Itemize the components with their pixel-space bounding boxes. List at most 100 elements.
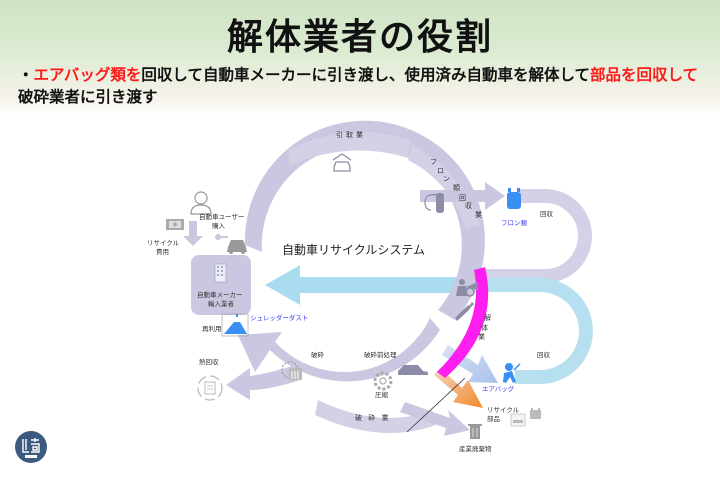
recovery-bottom-label: 回収 bbox=[537, 351, 551, 359]
recycled-parts-label-2: 部品 bbox=[487, 414, 500, 423]
heat-recovery-arrow bbox=[226, 365, 300, 400]
gear-icon bbox=[373, 371, 393, 391]
recovery-top-label: 回収 bbox=[540, 210, 554, 218]
rect-part bbox=[221, 270, 223, 272]
path-part bbox=[513, 363, 521, 371]
text-part: 業 bbox=[478, 332, 485, 341]
garage-car-icon bbox=[332, 153, 352, 172]
recycle-doc-icon bbox=[197, 375, 223, 401]
office-logo bbox=[15, 431, 47, 463]
maker-box bbox=[191, 255, 251, 315]
path-part bbox=[398, 365, 428, 375]
g-part bbox=[207, 385, 213, 390]
rect-part bbox=[530, 410, 541, 419]
lower-ring-flow bbox=[238, 318, 440, 382]
crushing-label: 破砕 bbox=[311, 350, 325, 359]
dismantling-arc bbox=[437, 267, 489, 378]
circle-part bbox=[459, 279, 465, 285]
rect-part bbox=[217, 266, 219, 268]
building-icon bbox=[214, 263, 227, 283]
text-part: 体 bbox=[481, 323, 488, 332]
text-part: ロ bbox=[437, 167, 444, 175]
recycling-fee-label-2: 費用 bbox=[156, 247, 169, 256]
waste-arrow bbox=[400, 402, 470, 436]
shredder-icon bbox=[281, 361, 302, 380]
rect-part bbox=[470, 426, 480, 439]
circle-part bbox=[229, 250, 233, 254]
dust-pile-icon bbox=[221, 313, 249, 337]
parts-arrow bbox=[434, 368, 483, 408]
maker-label-1: 自動車メーカー bbox=[197, 290, 243, 299]
logo-part bbox=[15, 431, 47, 463]
circle-part bbox=[194, 191, 208, 205]
path-part bbox=[333, 161, 351, 172]
heat-recovery-label: 熱回収 bbox=[199, 357, 219, 366]
path-part bbox=[190, 204, 212, 215]
key-icon bbox=[215, 234, 228, 240]
stage-shredding-label: 破 砕 業 bbox=[355, 413, 390, 422]
logo-part bbox=[22, 439, 29, 453]
rect-part bbox=[221, 266, 223, 268]
freon-tank-icon bbox=[507, 188, 521, 209]
path-part bbox=[424, 194, 438, 211]
parts-icon bbox=[510, 413, 526, 427]
rect-part bbox=[531, 408, 533, 410]
pickup-arc bbox=[288, 132, 410, 165]
rect-part bbox=[221, 274, 223, 276]
user-icon bbox=[190, 191, 212, 215]
user-purchase-label-2: 購入 bbox=[212, 221, 226, 230]
freon-return-loop bbox=[470, 189, 592, 283]
freon-label: フロン類 bbox=[501, 218, 528, 227]
circle-part bbox=[197, 375, 223, 401]
main-circle-flow bbox=[244, 120, 485, 320]
path-part bbox=[332, 153, 352, 161]
rect-part bbox=[517, 188, 520, 192]
rect-part bbox=[468, 424, 482, 426]
text-part: 類 bbox=[453, 183, 460, 192]
logo-part bbox=[22, 438, 40, 453]
rect-part bbox=[204, 381, 216, 395]
desc-segment-highlight: エアバッグ類を bbox=[33, 66, 142, 84]
trash-icon bbox=[468, 424, 482, 439]
shredding-arc bbox=[315, 400, 436, 433]
recycled-parts-label-1: リサイクル bbox=[487, 406, 520, 414]
circle-part bbox=[173, 222, 177, 227]
stage-dismantling-label: 解 体 業 bbox=[478, 313, 491, 341]
car-icon bbox=[227, 240, 247, 254]
reuse-label: 再利用 bbox=[202, 324, 222, 333]
text-part: ン bbox=[443, 175, 450, 183]
mechanic-icon bbox=[456, 279, 478, 297]
divider-line bbox=[406, 377, 466, 433]
g-part bbox=[472, 428, 478, 437]
rect-part bbox=[217, 270, 219, 272]
description-text: ・エアバッグ類を回収して自動車メーカーに引き渡し、使用済み自動車を解体して部品を… bbox=[18, 64, 708, 108]
rect-part bbox=[214, 263, 227, 283]
bullet: ・ bbox=[18, 66, 34, 84]
g-part bbox=[217, 266, 223, 276]
text-part: 収 bbox=[465, 202, 472, 210]
money-icon bbox=[166, 219, 184, 230]
logo-part bbox=[31, 438, 40, 453]
rect-part bbox=[221, 313, 249, 337]
circle-part bbox=[215, 234, 221, 240]
path-part bbox=[227, 240, 247, 252]
airbag-return-loop bbox=[460, 278, 593, 384]
pre-crush-label: 破砕前処理 bbox=[364, 350, 397, 359]
rect-part bbox=[513, 420, 523, 423]
stage-pickup-label: 引取業 bbox=[336, 130, 366, 139]
industrial-waste-label: 産業廃棄物 bbox=[459, 444, 492, 453]
battery-icon bbox=[530, 408, 541, 419]
freon-arrow bbox=[420, 182, 505, 210]
user-purchase-label-1: 自動車ユーザー bbox=[199, 212, 244, 221]
rect-part bbox=[217, 274, 219, 276]
fee-arrow bbox=[183, 221, 203, 246]
rect-part bbox=[236, 314, 238, 317]
center-label: 自動車リサイクルシステム bbox=[282, 243, 425, 257]
text-part: 回 bbox=[459, 194, 466, 202]
logo-part bbox=[25, 455, 37, 458]
rect-part bbox=[436, 193, 444, 213]
header-background bbox=[0, 0, 720, 115]
rect-part bbox=[507, 192, 521, 209]
path-part bbox=[466, 282, 478, 290]
